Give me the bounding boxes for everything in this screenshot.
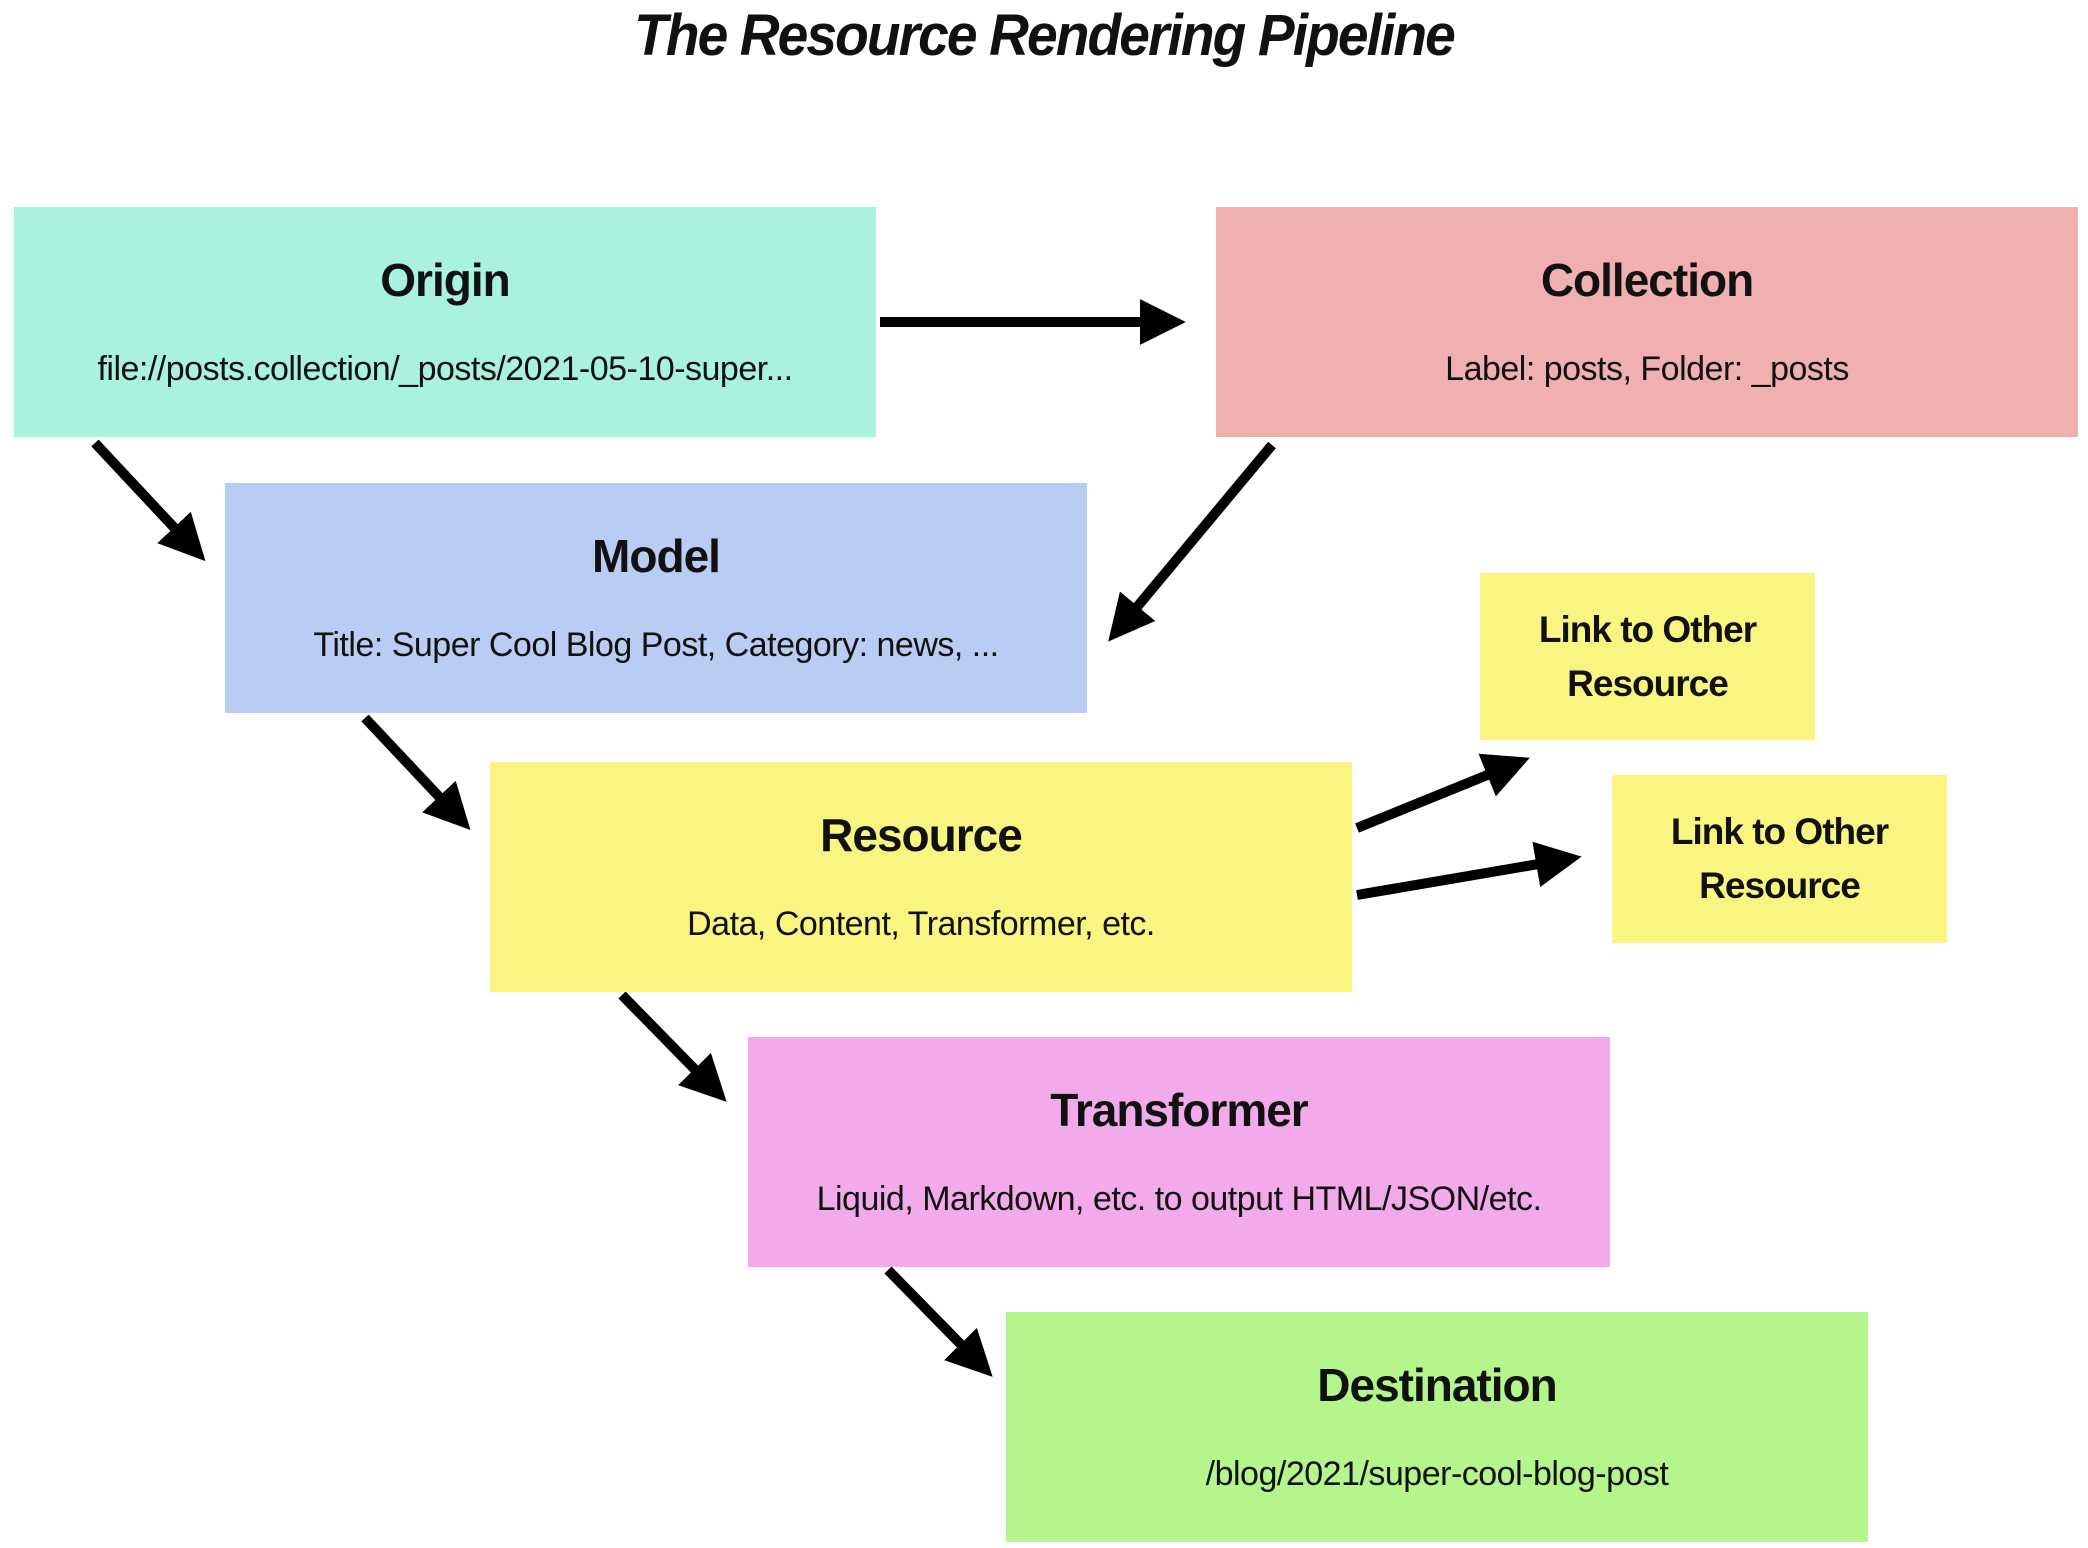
node-model: Model Title: Super Cool Blog Post, Categ… (225, 483, 1087, 713)
node-transformer: Transformer Liquid, Markdown, etc. to ou… (748, 1037, 1610, 1267)
node-destination-subtitle: /blog/2021/super-cool-blog-post (1205, 1455, 1669, 1494)
node-model-title: Model (592, 530, 721, 583)
node-resource: Resource Data, Content, Transformer, etc… (490, 762, 1352, 992)
node-collection-subtitle: Label: posts, Folder: _posts (1445, 350, 1849, 389)
arrow-resource-to-transformer (618, 991, 727, 1102)
node-collection: Collection Label: posts, Folder: _posts (1216, 207, 2078, 437)
arrow-collection-to-model (1108, 441, 1276, 642)
node-link-to-other-resource-2-title: Link to Other Resource (1670, 811, 1889, 906)
arrow-transformer-to-destination (884, 1266, 993, 1377)
node-origin-title: Origin (380, 254, 510, 307)
node-model-subtitle: Title: Super Cool Blog Post, Category: n… (313, 626, 999, 665)
node-transformer-title: Transformer (1050, 1084, 1308, 1137)
arrow-resource-to-link2 (1356, 841, 1582, 900)
node-destination-title: Destination (1317, 1359, 1557, 1412)
node-link-to-other-resource-1: Link to Other Resource (1480, 573, 1815, 740)
node-origin-subtitle: file://posts.collection/_posts/2021-05-1… (97, 350, 793, 389)
arrow-resource-to-link1 (1355, 753, 1530, 833)
node-origin: Origin file://posts.collection/_posts/20… (14, 207, 876, 437)
arrow-model-to-resource (361, 714, 471, 831)
arrow-origin-to-model (91, 439, 206, 562)
node-resource-title: Resource (820, 809, 1023, 862)
node-transformer-subtitle: Liquid, Markdown, etc. to output HTML/JS… (816, 1180, 1542, 1219)
node-destination: Destination /blog/2021/super-cool-blog-p… (1006, 1312, 1868, 1542)
node-link-to-other-resource-1-title: Link to Other Resource (1538, 608, 1757, 704)
node-link-to-other-resource-2: Link to Other Resource (1612, 775, 1947, 943)
node-collection-title: Collection (1540, 254, 1754, 307)
page-title: The Resource Rendering Pipeline (634, 3, 1456, 68)
node-resource-subtitle: Data, Content, Transformer, etc. (687, 905, 1155, 944)
